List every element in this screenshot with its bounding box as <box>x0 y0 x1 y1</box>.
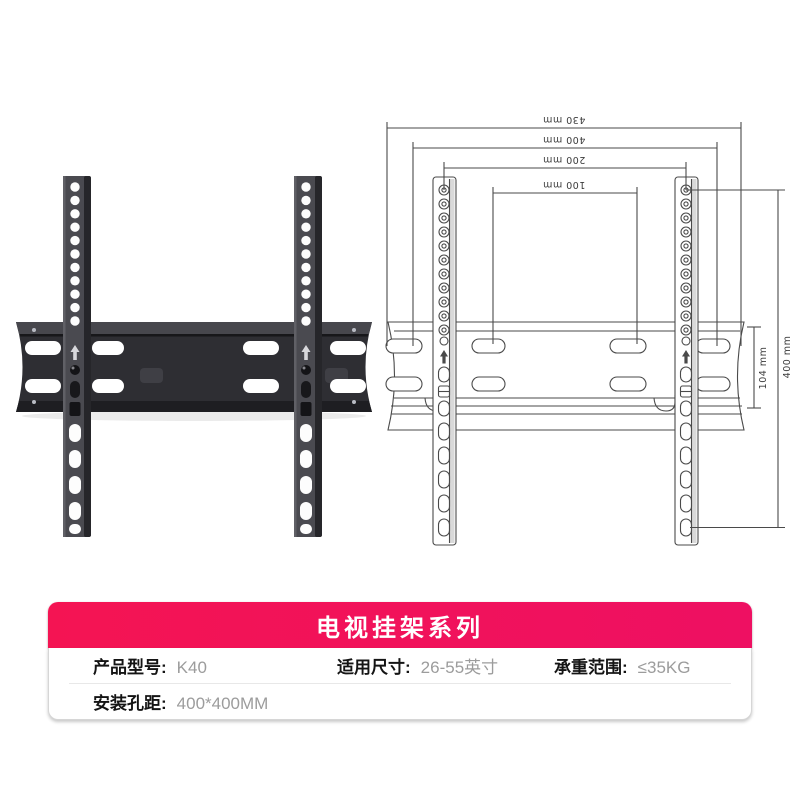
dim-label-100: 100 mm <box>543 179 586 190</box>
horizontal-dimensions: 430 mm 400 mm 200 mm 100 mm <box>387 114 741 194</box>
photo-right-rail <box>294 176 322 537</box>
dim-label-400-vertical: 400 mm <box>782 336 793 379</box>
technical-drawing: 430 mm 400 mm 200 mm 100 mm 104 mm 400 m… <box>385 114 793 546</box>
photo-wall-plate <box>16 322 372 412</box>
spec-cell-hole-pitch: 安装孔距: 400*400MM <box>93 689 337 714</box>
spec-table: 电视挂架系列 产品型号: K40 适用尺寸: 26-55英寸 承重范围: ≤35… <box>48 602 752 720</box>
spec-cell-size: 适用尺寸: 26-55英寸 <box>337 653 554 678</box>
product-photo <box>16 176 372 537</box>
weight-label: 承重范围: <box>554 658 628 677</box>
model-value: K40 <box>176 658 207 677</box>
size-label: 适用尺寸: <box>337 658 411 677</box>
spec-cell-model: 产品型号: K40 <box>93 653 337 678</box>
hole-pitch-label: 安装孔距: <box>93 694 167 713</box>
dim-label-400: 400 mm <box>543 134 586 145</box>
spec-row-2: 安装孔距: 400*400MM <box>49 684 751 719</box>
dim-label-104-vertical: 104 mm <box>758 347 769 390</box>
row-divider <box>69 683 731 684</box>
drawing-left-rail <box>432 176 457 546</box>
spec-table-body: 产品型号: K40 适用尺寸: 26-55英寸 承重范围: ≤35KG 安装孔距… <box>48 648 752 720</box>
weight-value: ≤35KG <box>637 658 691 677</box>
extension-lines <box>386 122 742 346</box>
vertical-dimensions: 104 mm 400 mm <box>686 189 793 529</box>
hole-pitch-value: 400*400MM <box>176 694 269 713</box>
photo-left-rail <box>63 176 91 537</box>
drawing-wall-plate <box>385 321 745 431</box>
dim-label-200: 200 mm <box>543 154 586 165</box>
size-value: 26-55英寸 <box>420 658 499 677</box>
page-title: 电视挂架系列 <box>316 614 484 642</box>
spec-row-1: 产品型号: K40 适用尺寸: 26-55英寸 承重范围: ≤35KG <box>49 648 751 683</box>
spec-table-header: 电视挂架系列 <box>48 602 752 648</box>
model-label: 产品型号: <box>93 658 167 677</box>
product-visuals: 430 mm 400 mm 200 mm 100 mm 104 mm 400 m… <box>16 114 793 546</box>
spec-cell-weight: 承重范围: ≤35KG <box>554 653 751 678</box>
drawing-right-rail <box>674 176 699 546</box>
dim-label-430: 430 mm <box>543 114 586 125</box>
